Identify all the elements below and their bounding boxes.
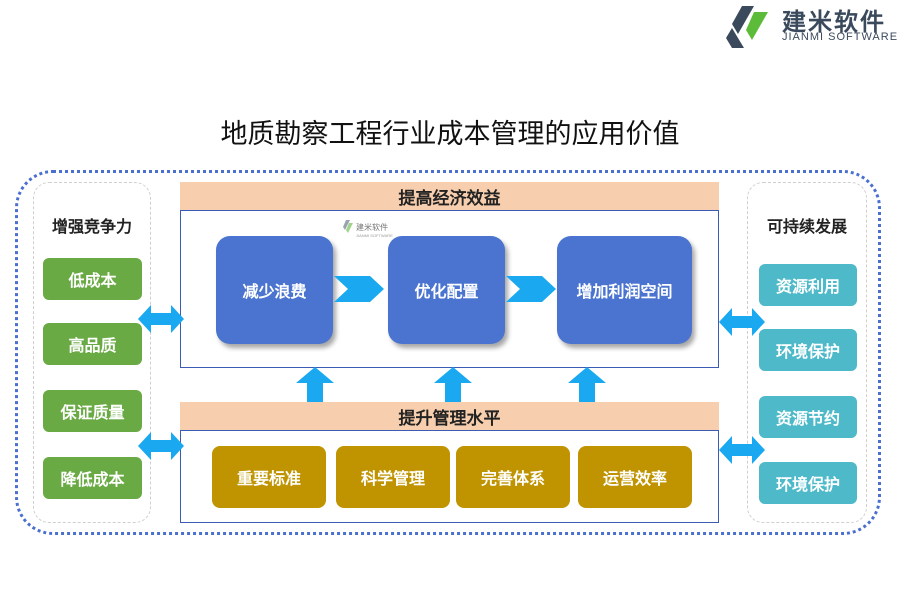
top-section-header: 提高经济效益 bbox=[180, 182, 719, 210]
bottom-card-4: 运营效率 bbox=[578, 446, 692, 508]
diagram-frame bbox=[15, 170, 881, 535]
bottom-card-2: 科学管理 bbox=[336, 446, 450, 508]
chevron-right-icon bbox=[506, 276, 556, 302]
step-card-3: 增加利润空间 bbox=[557, 236, 692, 344]
arrow-up-icon bbox=[434, 367, 472, 403]
watermark-name-en: JIANMI SOFTWARE bbox=[356, 233, 393, 238]
right-item-2: 环境保护 bbox=[759, 329, 857, 371]
step-card-2: 优化配置 bbox=[388, 236, 505, 344]
jianmi-logo-icon bbox=[726, 6, 768, 48]
right-item-3: 资源节约 bbox=[759, 396, 857, 438]
double-arrow-icon bbox=[719, 308, 765, 336]
chevron-right-icon bbox=[334, 276, 384, 302]
bottom-section-header: 提升管理水平 bbox=[180, 402, 719, 430]
double-arrow-icon bbox=[138, 432, 184, 460]
right-panel bbox=[747, 182, 867, 523]
right-panel-title: 可持续发展 bbox=[766, 219, 847, 236]
logo-name-cn: 建米软件 bbox=[782, 9, 886, 36]
double-arrow-icon bbox=[719, 436, 765, 464]
left-panel bbox=[33, 182, 151, 523]
left-item-1: 低成本 bbox=[43, 258, 142, 300]
arrow-up-icon bbox=[568, 367, 606, 403]
arrow-up-icon bbox=[296, 367, 334, 403]
left-item-4: 降低成本 bbox=[43, 457, 142, 499]
left-item-2: 高品质 bbox=[43, 323, 142, 365]
bottom-card-1: 重要标准 bbox=[212, 446, 326, 508]
left-panel-title: 增强竞争力 bbox=[51, 219, 132, 236]
watermark-name-cn: 建米软件 bbox=[356, 223, 388, 232]
watermark-logo-icon bbox=[343, 220, 353, 233]
right-item-4: 环境保护 bbox=[759, 462, 857, 504]
bottom-card-3: 完善体系 bbox=[456, 446, 570, 508]
logo-name-en: JIANMI SOFTWARE bbox=[782, 31, 899, 43]
right-item-1: 资源利用 bbox=[759, 264, 857, 306]
step-card-1: 减少浪费 bbox=[216, 236, 333, 344]
left-item-3: 保证质量 bbox=[43, 390, 142, 432]
double-arrow-icon bbox=[138, 305, 184, 333]
page-title: 地质勘察工程行业成本管理的应用价值 bbox=[220, 119, 680, 150]
